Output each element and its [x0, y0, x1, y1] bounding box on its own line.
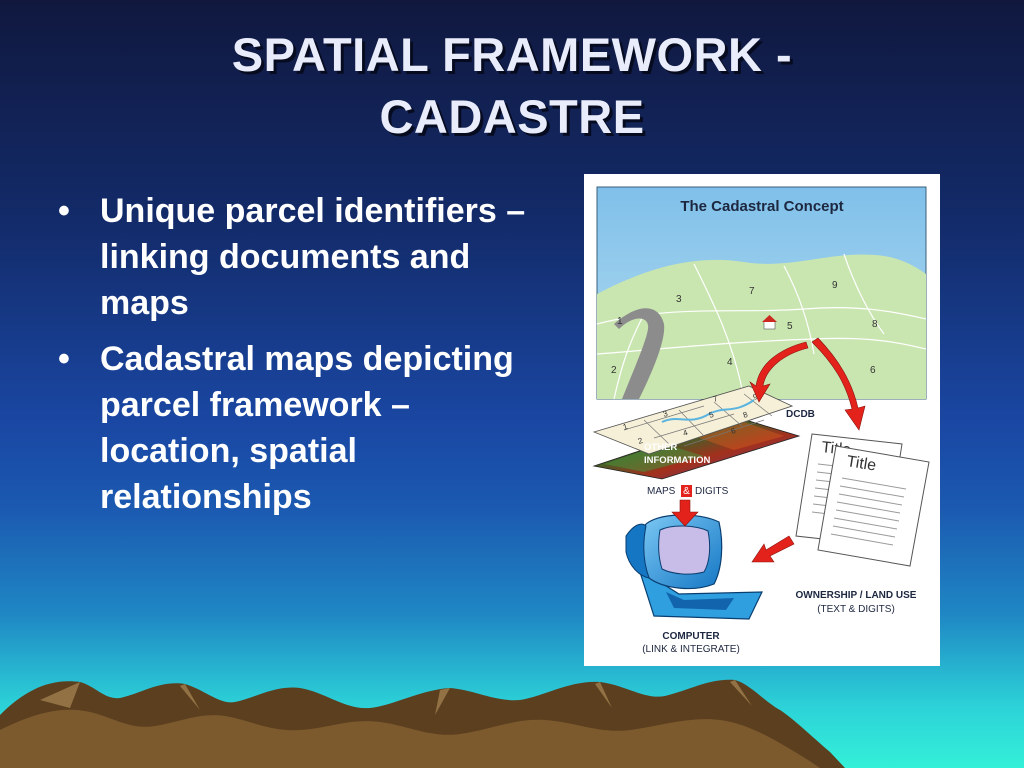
landscape-parcel-7: 7	[749, 286, 755, 297]
landscape-parcel-2: 2	[611, 365, 617, 376]
landscape-parcel-8: 8	[872, 319, 878, 330]
landscape-parcel-6: 6	[870, 365, 876, 376]
layer-parcel-9: 9	[752, 392, 760, 402]
ownership-label: OWNERSHIP / LAND USE	[796, 590, 917, 601]
arrow-documents-to-computer	[751, 535, 795, 563]
landscape-parcel-4: 4	[727, 357, 733, 368]
bullet-item-1: Unique parcel identifiers – linking docu…	[58, 188, 538, 326]
amp-badge	[681, 485, 692, 497]
mountain-range-illustration	[0, 679, 845, 768]
bullet-item-2: Cadastral maps depicting parcel framewor…	[58, 336, 538, 520]
layer-parcel-4: 4	[682, 428, 690, 438]
computer-icon	[625, 514, 763, 620]
cadastral-concept-diagram: 1 2 3 4 5 6 7 8 9 The Cadastral Concept …	[584, 174, 940, 666]
landscape-parcel-9: 9	[832, 280, 838, 291]
layer-parcel-7: 7	[712, 394, 720, 404]
bullet-list: Unique parcel identifiers – linking docu…	[58, 188, 538, 530]
amp-label: &	[683, 486, 690, 497]
layer-parcel-5: 5	[708, 410, 716, 420]
layer-parcel-8: 8	[742, 410, 750, 420]
landscape-parcel-5: 5	[787, 321, 793, 332]
arrow-layers-to-computer	[671, 499, 699, 527]
landscape-parcel-3: 3	[676, 294, 682, 305]
layer-parcel-6: 6	[730, 426, 738, 436]
diagram-title: The Cadastral Concept	[680, 198, 843, 215]
landscape-parcel-1: 1	[617, 316, 623, 327]
layer-parcel-3: 3	[662, 409, 670, 419]
arrow-landscape-to-documents	[811, 337, 866, 431]
arrow-landscape-to-dcdb	[749, 341, 809, 403]
ownership-sublabel: (TEXT & DIGITS)	[817, 604, 895, 615]
dcdb-label: DCDB	[786, 409, 815, 420]
computer-sublabel: (LINK & INTEGRATE)	[642, 644, 740, 655]
layer-parcel-2: 2	[637, 436, 645, 446]
document-title-front: Title	[845, 453, 877, 474]
maps-label: MAPS	[647, 486, 676, 497]
layer-parcel-1: 1	[622, 422, 630, 432]
slide-title: SPATIAL FRAMEWORK - CADASTRE	[60, 24, 964, 148]
other-information-line-2: INFORMATION	[644, 455, 710, 466]
computer-label: COMPUTER	[662, 631, 720, 642]
other-information-line-1: OTHER	[644, 442, 677, 453]
digits-label: DIGITS	[695, 486, 729, 497]
slide-title-line-1: SPATIAL FRAMEWORK -	[231, 28, 793, 81]
title-document-front: Title	[817, 445, 930, 567]
slide-title-line-2: CADASTRE	[379, 90, 645, 143]
